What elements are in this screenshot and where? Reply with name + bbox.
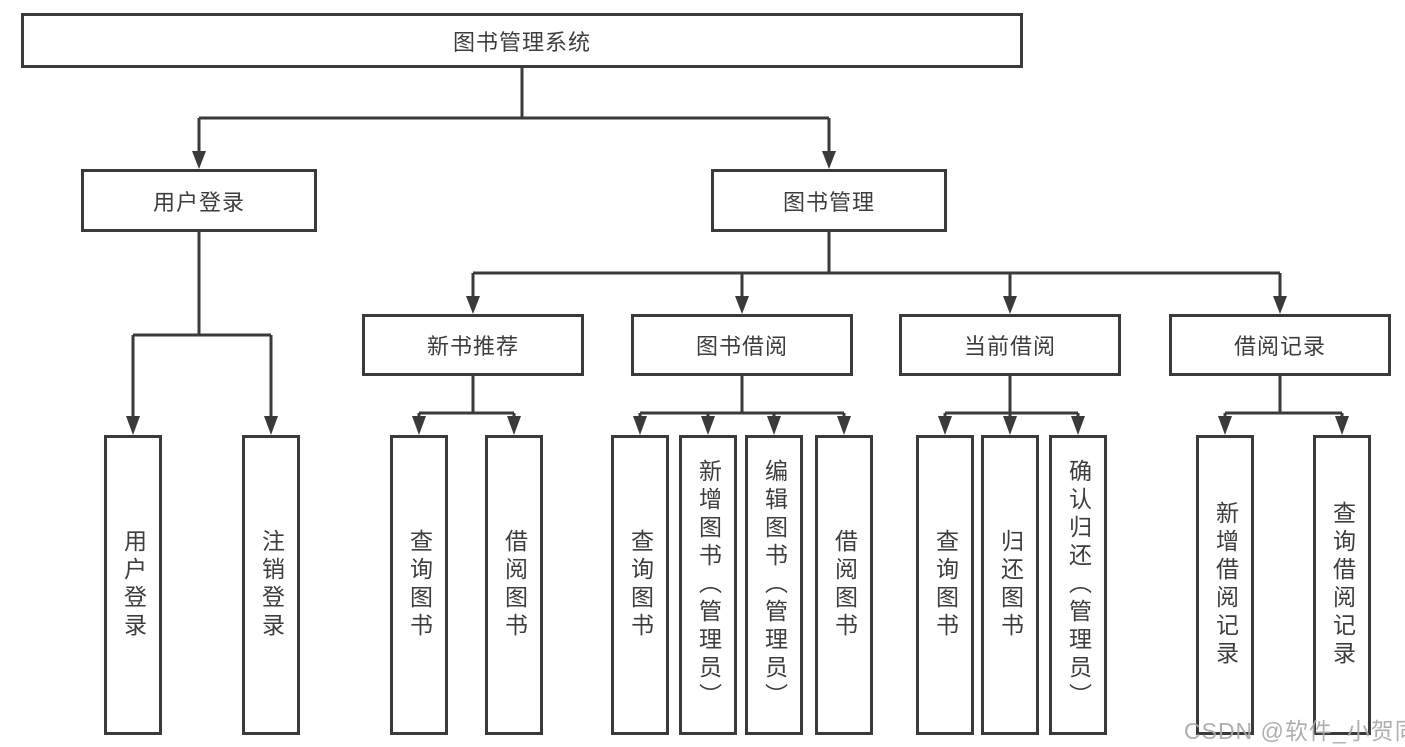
node-new-book-recommend: 新书推荐: [362, 314, 584, 376]
node-root-system: 图书管理系统: [21, 13, 1023, 68]
leaf-borrow-edit-books-admin: 编辑图书（管理员）: [745, 435, 803, 735]
leaf-current-return-books: 归还图书: [981, 435, 1039, 735]
leaf-records-add-record: 新增借阅记录: [1196, 435, 1254, 735]
leaf-borrow-add-books-admin: 新增图书（管理员）: [679, 435, 737, 735]
watermark: CSDN @软件_小贺同学: [1184, 718, 1405, 744]
leaf-recommend-borrow-books: 借阅图书: [485, 435, 543, 735]
leaf-borrow-query-books: 查询图书: [611, 435, 669, 735]
node-book-borrow: 图书借阅: [631, 314, 853, 376]
leaf-user-login: 用户登录: [104, 435, 162, 735]
node-current-borrow: 当前借阅: [899, 314, 1121, 376]
leaf-borrow-borrow-books: 借阅图书: [815, 435, 873, 735]
node-borrow-records: 借阅记录: [1169, 314, 1391, 376]
node-book-management: 图书管理: [711, 169, 947, 232]
leaf-current-query-books: 查询图书: [916, 435, 974, 735]
node-user-login: 用户登录: [81, 169, 317, 232]
arrowheads: [126, 151, 1349, 435]
leaf-records-query-record: 查询借阅记录: [1313, 435, 1371, 735]
leaf-logout: 注销登录: [242, 435, 300, 735]
leaf-current-confirm-return-admin: 确认归还（管理员）: [1049, 435, 1107, 735]
leaf-recommend-query-books: 查询图书: [390, 435, 448, 735]
